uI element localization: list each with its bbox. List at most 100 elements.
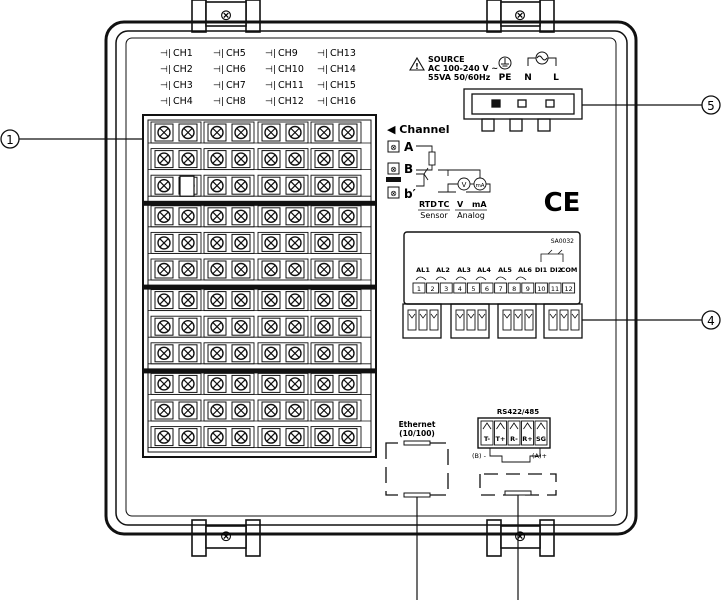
screw-head-icon [157,262,171,277]
sensor-symbol-icon: ⊣| [265,81,276,91]
channel-label: CH15 [330,80,356,91]
screw-head-icon [210,209,224,224]
screw-head-icon [288,125,302,140]
screw-head-icon [234,125,248,140]
screw-head-icon [210,262,224,277]
screw-head-icon [210,403,224,418]
channel-label: CH3 [173,80,193,91]
input-terminal-block [142,114,377,458]
tc-label: TC [438,200,449,209]
channel-legend-title: ◀ Channel [387,123,450,136]
alarm-group-label: AL6 [518,266,532,274]
screw-head-icon [341,430,355,444]
screw-head-icon [234,262,248,277]
group-separator [143,368,376,374]
screw-icons: ⊗ ⊗ ⊗ ⊗ [220,6,527,545]
callout-number: 5 [707,99,715,113]
alarm-group-label: AL2 [436,266,450,274]
channel-column-4: ⊣| CH13 ⊣| CH14 ⊣| CH15 ⊣| CH16 [317,48,356,107]
ammeter-icon: mA [475,183,484,189]
screw-head-icon [264,209,278,224]
alarm-pin-number: 2 [431,285,435,293]
l-label: L [553,73,559,83]
sensor-symbol-icon: ⊣| [213,65,224,75]
sensor-symbol-icon: ⊣| [265,97,276,107]
channel-column-1: ⊣| CH1 ⊣| CH2 ⊣| CH3 ⊣| CH4 [160,48,193,107]
callout-5: 5 [582,95,721,115]
screw-head-icon [234,152,248,166]
terminal-b-prime-label: b′ [404,187,416,201]
screw-head-icon [341,377,355,391]
screw-icon: ⊗ [514,527,527,545]
screw-head-icon [157,178,171,193]
screw-head-icon [317,236,331,250]
alarm-group-label: AL5 [498,266,512,274]
ce-mark-logo: CE [544,188,581,218]
screw-head-icon [210,125,224,140]
model-number: SA0032 [551,238,574,245]
screw-head-icon [157,346,171,360]
alarm-pin-number: 8 [512,285,516,293]
screw-head-icon [341,403,355,418]
channel-label: CH5 [226,48,246,59]
callout-number: 1 [6,133,14,147]
screw-head-icon [288,293,302,307]
power-connector [463,88,583,132]
screw-head-icon [234,236,248,250]
svg-text:⊗: ⊗ [390,143,397,152]
ethernet-title: Ethernet [399,420,436,429]
screw-head-icon [288,377,302,391]
ma-label: mA [472,200,487,209]
rtd-label: RTD [419,200,437,209]
screw-head-icon [264,125,278,140]
ac-source-icon [527,51,557,66]
channel-legend: ◀ Channel ⊗ A ⊗ B ⊗ b′ V mA RTD TC [386,123,491,220]
alarm-group-label: DI2 [550,266,562,274]
alarm-pin [507,282,521,294]
v-label: V [457,200,464,209]
screw-head-icon [317,320,331,334]
rs485-pin [507,420,521,446]
group-separator [143,200,376,206]
screw-head-icon [341,178,355,193]
rs485-pin [534,420,548,446]
relay-connector [497,303,537,339]
channel-label: CH9 [278,48,298,59]
relay-connector [543,303,583,339]
terminal-icon [387,186,400,199]
screw-head-icon [157,209,171,224]
screw-head-icon [317,262,331,277]
channel-labels: ⊣| CH1 ⊣| CH2 ⊣| CH3 ⊣| CH4 ⊣| CH5 ⊣| CH… [160,48,356,107]
screw-head-icon [341,346,355,360]
screw-head-icon [264,152,278,166]
screw-head-icon [341,152,355,166]
alarm-pin [439,282,453,294]
rs485-pin [521,420,534,446]
sensor-symbol-icon: ⊣| [317,81,328,91]
screw-head-icon [288,346,302,360]
screw-head-icon [157,320,171,334]
pe-label: PE [499,73,512,83]
relay-connector [402,303,442,339]
screw-head-icon [288,320,302,334]
screw-head-icon [157,377,171,391]
screw-head-icon [234,178,248,193]
relay-contact-icon [475,276,487,281]
screw-head-icon [264,178,278,193]
screw-head-icon [157,293,171,307]
relay-connector [450,303,490,339]
channel-label: CH12 [278,96,304,107]
screw-head-icon [234,377,248,391]
screw-head-icon [181,293,195,307]
screw-head-icon [181,320,195,334]
alarm-group-label: COM [561,266,578,274]
alarm-pin [562,282,576,294]
alarm-pin-number: 3 [444,285,448,293]
callout-number: 4 [707,314,715,328]
alarm-pin-number: 1 [417,285,421,293]
screw-head-icon [288,152,302,166]
screw-head-icon [288,403,302,418]
channel-label: CH8 [226,96,246,107]
